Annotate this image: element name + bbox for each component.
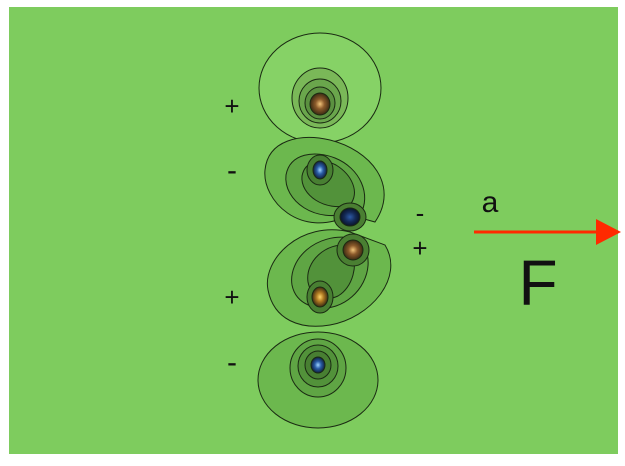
top-lobe <box>258 32 382 144</box>
charge-sign-middle-upper: - <box>416 198 425 228</box>
charge-sign-upper: - <box>227 154 237 187</box>
central-dipole <box>333 202 370 267</box>
arrow-label-a: a <box>482 186 499 219</box>
charge-sign-bottom: - <box>227 346 237 379</box>
force-arrow <box>474 219 621 245</box>
arrow-label-F: F <box>518 247 557 319</box>
charge-sign-top: + <box>224 91 239 121</box>
bottom-lobe <box>257 331 379 429</box>
charge-sign-middle-lower: + <box>412 233 427 263</box>
upper-lobe <box>264 137 385 224</box>
charge-sign-lower: + <box>224 282 239 312</box>
